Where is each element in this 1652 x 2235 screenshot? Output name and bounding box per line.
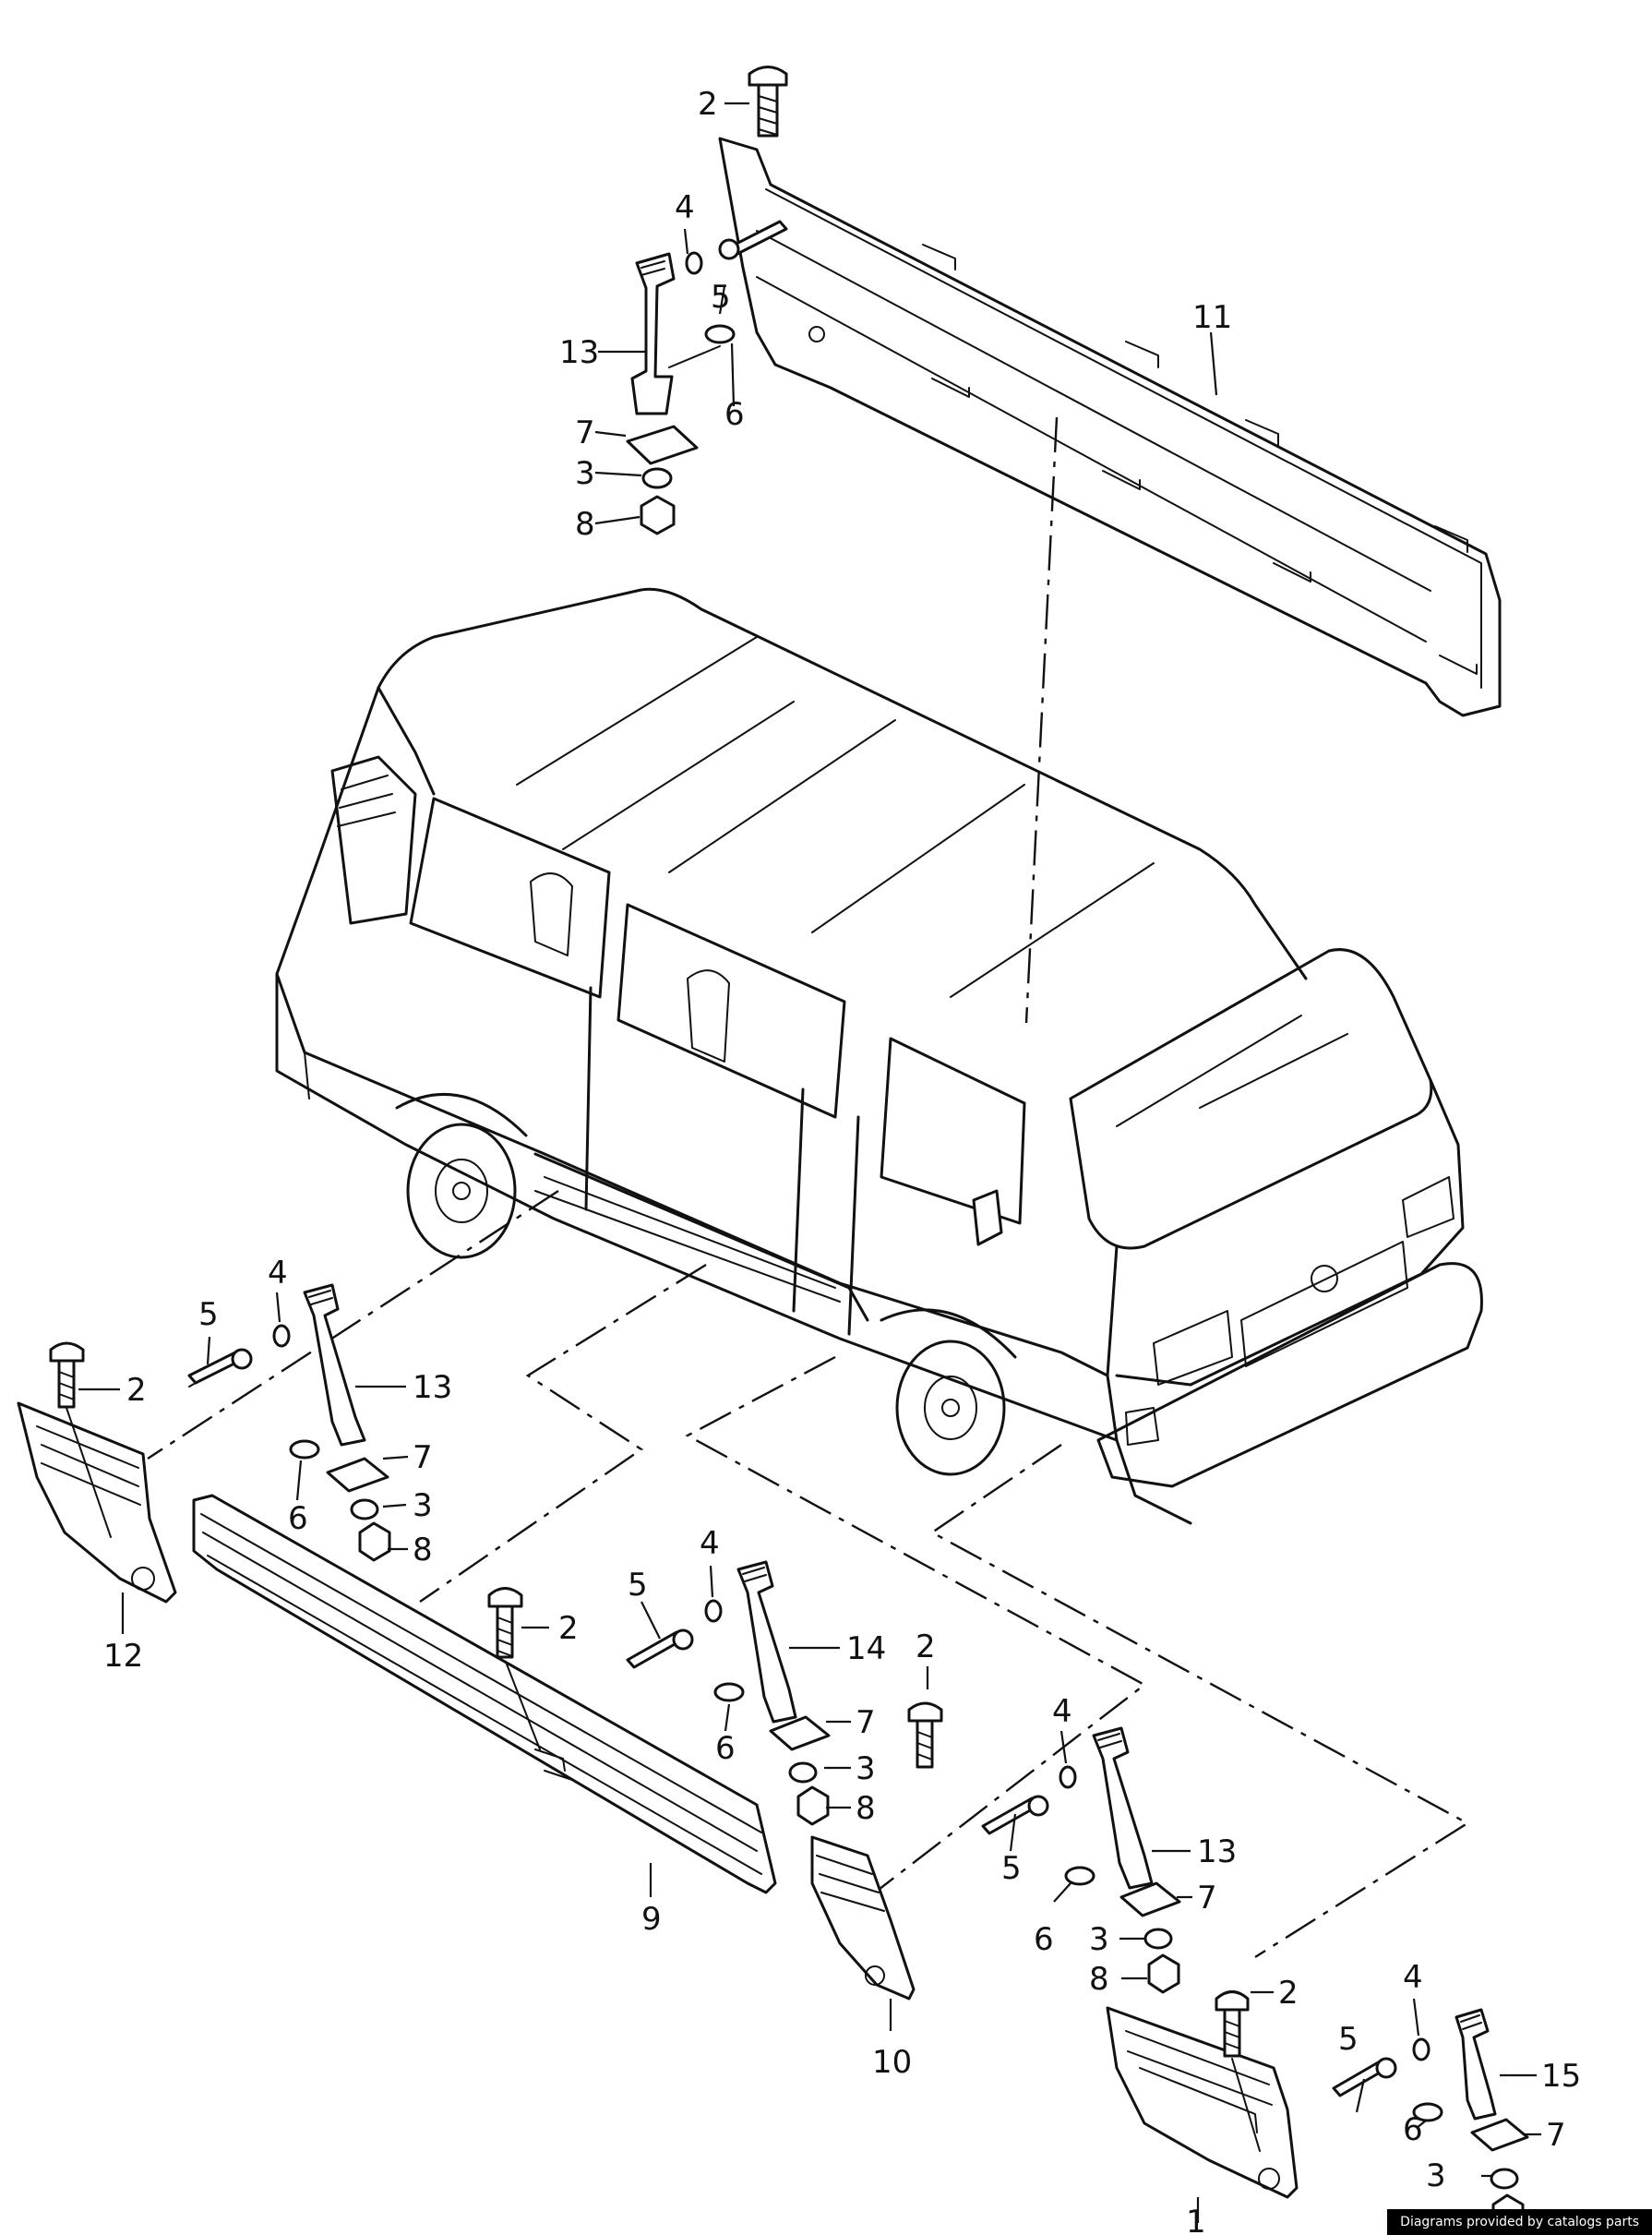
callout-mid-7: 7 <box>856 1704 876 1741</box>
top-fasteners <box>626 66 788 535</box>
callout-left-3: 3 <box>413 1487 433 1524</box>
sill-panel-11 <box>718 137 1502 717</box>
callout-right-6: 6 <box>1034 1921 1054 1958</box>
left-leaders <box>78 1292 409 1634</box>
van-illustration <box>275 587 1483 1525</box>
callout-far-2: 2 <box>1278 1975 1299 2012</box>
callout-left-4: 4 <box>268 1255 288 1292</box>
callout-right-5: 5 <box>1001 1850 1022 1887</box>
callout-far-4: 4 <box>1403 1959 1423 1996</box>
callout-mid-14: 14 <box>846 1630 886 1667</box>
callout-mid-5: 5 <box>628 1567 648 1604</box>
far-right-fasteners <box>1215 1990 1529 2234</box>
callout-right-8: 8 <box>1089 1961 1109 1998</box>
middle-leaders <box>521 1565 851 1897</box>
callout-left-8: 8 <box>413 1532 433 1568</box>
panel-1 <box>1106 2006 1299 2199</box>
callout-left-2: 2 <box>126 1372 147 1409</box>
callout-right-7: 7 <box>1197 1880 1217 1917</box>
callout-top-2: 2 <box>698 86 718 123</box>
callout-left-6: 6 <box>288 1500 308 1537</box>
panel-10 <box>810 1835 916 2001</box>
right-leaders <box>889 1666 1192 2031</box>
callout-right-3: 3 <box>1089 1921 1109 1958</box>
callout-mid-2: 2 <box>558 1610 579 1647</box>
callout-top-3: 3 <box>575 455 595 492</box>
assembly-lines <box>147 1189 1470 1959</box>
callout-right-13: 13 <box>1197 1833 1237 1870</box>
callout-labels: 2 4 5 13 6 7 3 8 11 4 5 2 13 7 6 3 8 12 … <box>103 86 1581 2235</box>
callout-right-2: 2 <box>916 1628 936 1665</box>
callout-top-8: 8 <box>575 506 595 543</box>
callout-left-12: 12 <box>103 1638 143 1675</box>
callout-far-3: 3 <box>1426 2157 1446 2194</box>
callout-far-15: 15 <box>1541 2058 1581 2095</box>
callout-left-5: 5 <box>198 1296 219 1333</box>
far-right-leaders <box>1196 1990 1541 2223</box>
top-leaders <box>594 102 1218 525</box>
callout-top-5: 5 <box>711 279 731 316</box>
callout-mid-8: 8 <box>856 1790 876 1827</box>
callout-far-5: 5 <box>1338 2021 1359 2058</box>
left-fasteners <box>49 1283 391 1562</box>
callout-left-13: 13 <box>413 1369 452 1406</box>
callout-mid-9: 9 <box>641 1901 662 1938</box>
callout-right-10: 10 <box>872 2044 912 2081</box>
middle-fasteners <box>487 1560 831 1826</box>
callout-mid-6: 6 <box>715 1730 736 1767</box>
panel-12 <box>17 1401 177 1604</box>
callout-mid-3: 3 <box>856 1750 876 1787</box>
callout-top-11: 11 <box>1192 299 1232 336</box>
callout-top-6: 6 <box>724 396 745 433</box>
callout-left-7: 7 <box>413 1439 433 1476</box>
callout-top-4: 4 <box>675 189 695 226</box>
right-fasteners <box>907 1701 1181 1994</box>
callout-mid-4: 4 <box>700 1525 720 1562</box>
callout-top-7: 7 <box>575 415 595 451</box>
callout-far-6: 6 <box>1403 2111 1423 2148</box>
callout-top-13: 13 <box>559 334 599 371</box>
callout-far-1: 1 <box>1186 2204 1206 2235</box>
callout-right-4: 4 <box>1052 1693 1072 1730</box>
callout-far-7: 7 <box>1546 2117 1566 2154</box>
panel-9 <box>192 1494 777 1894</box>
credit-banner: Diagrams provided by catalogs parts <box>1387 2209 1652 2235</box>
